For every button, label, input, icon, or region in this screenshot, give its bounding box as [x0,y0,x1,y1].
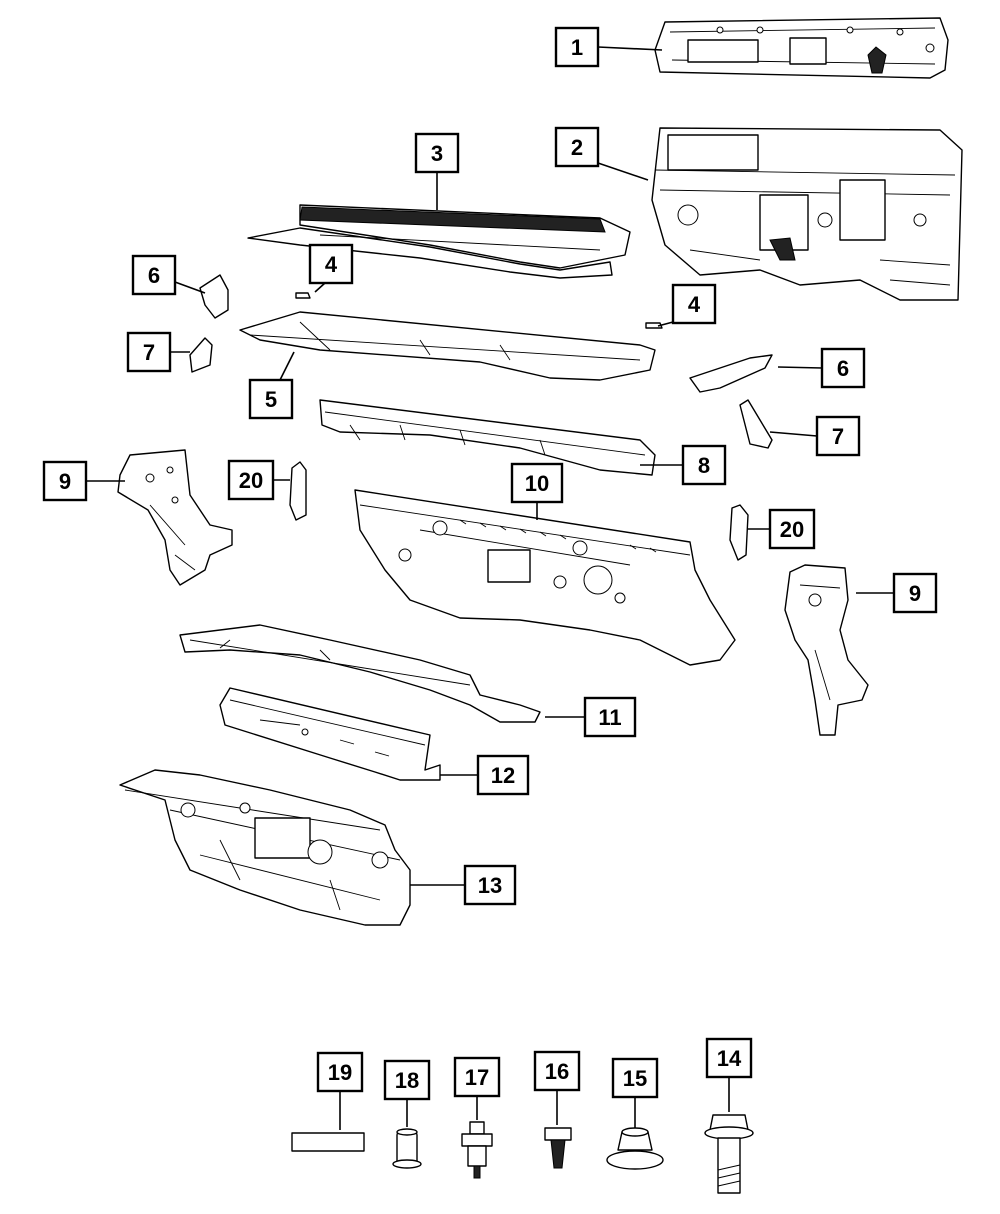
leader-lines [86,46,894,1130]
callout-label: 20 [239,468,263,493]
part-7-gusset-left [189,337,213,373]
callout-20-left: 20 [227,459,275,501]
callout-label: 18 [395,1068,419,1093]
callout-label: 9 [59,469,71,494]
callout-11: 11 [583,696,637,738]
callout-13: 13 [463,864,517,906]
callout-16: 16 [533,1050,581,1092]
callout-19: 19 [316,1051,364,1093]
part-6-bracket-right [689,354,773,393]
callout-4-left: 4 [308,243,354,285]
part-9-pillar-right [784,564,869,736]
callout-18: 18 [383,1059,431,1101]
callout-14: 14 [705,1037,753,1079]
callout-15: 15 [611,1057,659,1099]
callout-8: 8 [681,444,727,486]
part-6-bracket-left [199,274,229,319]
part-17-stud [461,1121,493,1179]
callout-6-right: 6 [820,347,866,389]
callout-label: 4 [325,252,338,277]
callout-label: 15 [623,1066,647,1091]
part-16-screw [544,1127,572,1169]
callout-label: 6 [148,263,160,288]
callout-label: 11 [598,705,621,730]
callout-label: 10 [525,471,549,496]
callout-9-right: 9 [892,572,938,614]
callout-label: 12 [491,763,515,788]
callout-label: 2 [571,135,583,160]
part-8-cross-member [319,399,656,476]
part-19-tape-strip [291,1132,365,1152]
callout-10: 10 [510,462,564,504]
part-4-clip-left [295,292,311,299]
callout-17: 17 [453,1056,501,1098]
part-20-bracket-right [729,504,749,561]
part-14-bolt [704,1114,754,1194]
part-5-cowl-lower [239,311,656,381]
callout-label: 3 [431,141,443,166]
callout-1: 1 [554,26,600,68]
callout-5: 5 [248,378,294,420]
callout-label: 1 [571,35,583,60]
callout-label: 8 [698,453,710,478]
part-11-rail [179,624,541,723]
part-20-bracket-left [289,461,307,521]
callout-label: 17 [465,1065,489,1090]
callout-4-right: 4 [671,283,717,325]
callout-12: 12 [476,754,530,796]
callout-label: 6 [837,356,849,381]
callout-6-left: 6 [131,254,177,296]
part-18-pin [392,1128,422,1169]
callout-label: 9 [909,581,921,606]
callout-label: 19 [328,1060,352,1085]
part-15-nut [606,1127,664,1170]
callout-label: 7 [143,340,155,365]
part-13-dash-assembly [119,769,411,926]
part-1-cowl-upper [654,17,949,79]
part-2-dash-panel [651,127,963,301]
callout-label: 13 [478,873,502,898]
part-9-pillar-left [117,449,233,586]
callout-label: 5 [265,387,277,412]
callout-3: 3 [414,132,460,174]
part-3-cowl-screen [247,204,631,279]
part-10-dash-inner [354,489,736,666]
callout-label: 14 [717,1046,742,1071]
callout-2: 2 [554,126,600,168]
callout-7-right: 7 [815,415,861,457]
part-12-crossmember [219,687,441,781]
part-7-gusset-right [739,399,773,449]
part-4-clip-right [645,322,663,329]
callout-label: 4 [688,292,701,317]
callout-20-right: 20 [768,508,816,550]
callout-label: 16 [545,1059,569,1084]
callout-label: 20 [780,517,804,542]
callout-7-left: 7 [126,331,172,373]
callout-label: 7 [832,424,844,449]
callout-9-left: 9 [42,460,88,502]
